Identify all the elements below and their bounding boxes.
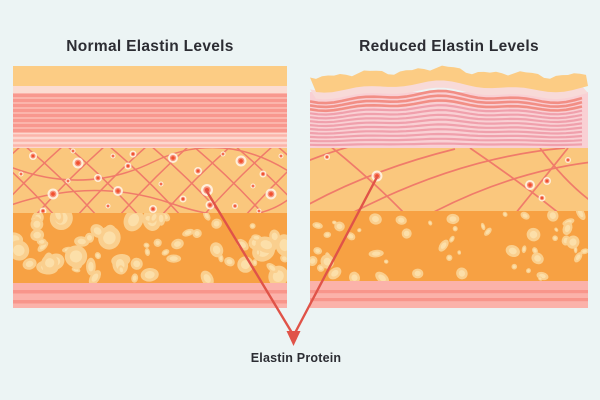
reduced-panel-title: Reduced Elastin Levels	[359, 38, 539, 55]
wrinkled-epidermis-layer	[310, 65, 588, 93]
pale-band	[13, 86, 287, 93]
reduced-skin-cross-section	[310, 65, 588, 308]
muscle-layer	[13, 283, 287, 308]
epidermis-layer	[13, 66, 287, 86]
normal-panel-title: Normal Elastin Levels	[66, 38, 234, 55]
arrowhead-icon	[286, 331, 301, 346]
elastin-network-layer	[13, 148, 287, 213]
muscle-layer	[310, 281, 588, 308]
normal-skin-cross-section	[13, 66, 287, 308]
elastin-protein-label: Elastin Protein	[250, 351, 342, 365]
pale-band-wavy	[310, 78, 588, 100]
